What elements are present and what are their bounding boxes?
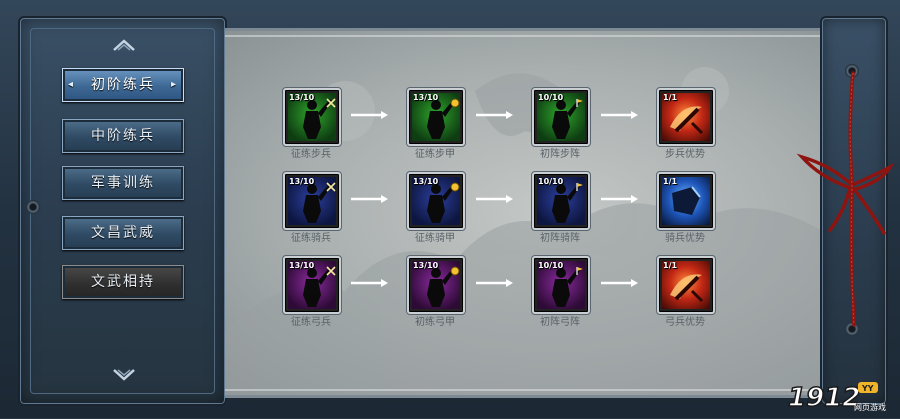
skill-name: 征练弓兵 [291, 317, 331, 328]
skill-icon-art [412, 177, 460, 225]
skill-level: 13/10 [289, 177, 315, 186]
arrow-right-icon [475, 110, 515, 120]
skill-icon-art [662, 177, 710, 225]
skill-cell: 1/1 骑兵优势 [657, 172, 717, 244]
menu-item-wenwu-xiangchi[interactable]: 文武相持 [62, 265, 184, 299]
arrow-right-icon [475, 278, 515, 288]
skill-cell: 10/10 初阵骑阵 [532, 172, 592, 244]
skill-icon[interactable]: 13/10 [407, 172, 465, 230]
coin-icon [450, 177, 460, 192]
skill-level: 10/10 [538, 261, 564, 270]
skill-icon[interactable]: 10/10 [532, 256, 590, 314]
skill-cell: 13/10 征练骑兵 [283, 172, 343, 244]
skill-cell: 10/10 初阵弓阵 [532, 256, 592, 328]
skill-icon[interactable]: 13/10 [407, 88, 465, 146]
svg-text:YY: YY [861, 384, 874, 393]
skill-level: 13/10 [413, 93, 439, 102]
svg-text:1912: 1912 [788, 383, 860, 413]
skill-level: 1/1 [663, 177, 678, 186]
skill-icon[interactable]: 13/10 [283, 256, 341, 314]
coin-icon [450, 261, 460, 276]
menu-item-intermediate-training[interactable]: 中阶练兵 [62, 119, 184, 153]
logo-1912: 1912 YY 网页游戏 [786, 379, 896, 415]
scroll-up-arrow-icon[interactable] [112, 38, 136, 52]
menu-item-military-training[interactable]: 军事训练 [62, 166, 184, 200]
cross-swords-icon [326, 177, 336, 192]
skill-level: 13/10 [289, 261, 315, 270]
arrow-right-icon [600, 278, 640, 288]
menu-item-basic-training[interactable]: 初阶练兵 [62, 68, 184, 102]
skill-name: 初练弓甲 [415, 317, 455, 328]
skill-icon[interactable]: 13/10 [407, 256, 465, 314]
skill-cell: 13/10 征练弓兵 [283, 256, 343, 328]
skill-icon[interactable]: 10/10 [532, 88, 590, 146]
skill-cell: 1/1 步兵优势 [657, 88, 717, 160]
skill-icon-art [662, 93, 710, 141]
skill-name: 骑兵优势 [665, 233, 705, 244]
flag-icon [575, 177, 585, 191]
arrow-right-icon [600, 110, 640, 120]
flag-icon [575, 93, 585, 107]
arrow-right-icon [350, 278, 390, 288]
skill-level: 13/10 [413, 261, 439, 270]
cross-swords-icon [326, 261, 336, 276]
skill-icon[interactable]: 13/10 [283, 172, 341, 230]
arrow-right-icon [350, 194, 390, 204]
rivet-left [26, 200, 40, 214]
skill-icon[interactable]: 10/10 [532, 172, 590, 230]
skill-level: 1/1 [663, 93, 678, 102]
skill-name: 弓兵优势 [665, 317, 705, 328]
skill-cell: 13/10 征练步甲 [407, 88, 467, 160]
cross-swords-icon [326, 93, 336, 108]
skill-cell: 1/1 弓兵优势 [657, 256, 717, 328]
skill-name: 初阵步阵 [540, 149, 580, 160]
rivet-top-right [845, 64, 859, 78]
skill-cell: 13/10 征练骑甲 [407, 172, 467, 244]
coin-icon [450, 93, 460, 108]
skill-name: 征练骑兵 [291, 233, 331, 244]
skill-name: 征练步兵 [291, 149, 331, 160]
arrow-right-icon [350, 110, 390, 120]
skill-icon[interactable]: 1/1 [657, 88, 715, 146]
skill-level: 10/10 [538, 93, 564, 102]
skill-name: 初阵骑阵 [540, 233, 580, 244]
menu-item-wenchang-wuwei[interactable]: 文昌武威 [62, 216, 184, 250]
category-panel: 初阶练兵 中阶练兵 军事训练 文昌武威 文武相持 [18, 16, 227, 406]
skill-icon[interactable]: 1/1 [657, 172, 715, 230]
skill-level: 13/10 [413, 177, 439, 186]
flag-icon [575, 261, 585, 275]
skill-name: 征练步甲 [415, 149, 455, 160]
skill-cell: 13/10 初练弓甲 [407, 256, 467, 328]
skill-level: 1/1 [663, 261, 678, 270]
red-cord-knot [796, 71, 895, 327]
skill-cell: 13/10 征练步兵 [283, 88, 343, 160]
skill-name: 步兵优势 [665, 149, 705, 160]
skill-level: 13/10 [289, 93, 315, 102]
skill-level: 10/10 [538, 177, 564, 186]
skill-cell: 10/10 初阵步阵 [532, 88, 592, 160]
arrow-right-icon [600, 194, 640, 204]
skill-name: 初阵弓阵 [540, 317, 580, 328]
svg-text:网页游戏: 网页游戏 [854, 402, 886, 412]
scroll-down-arrow-icon[interactable] [112, 368, 136, 382]
skill-icon[interactable]: 13/10 [283, 88, 341, 146]
skill-icon-art [662, 261, 710, 309]
arrow-right-icon [475, 194, 515, 204]
skill-name: 征练骑甲 [415, 233, 455, 244]
skill-icon[interactable]: 1/1 [657, 256, 715, 314]
